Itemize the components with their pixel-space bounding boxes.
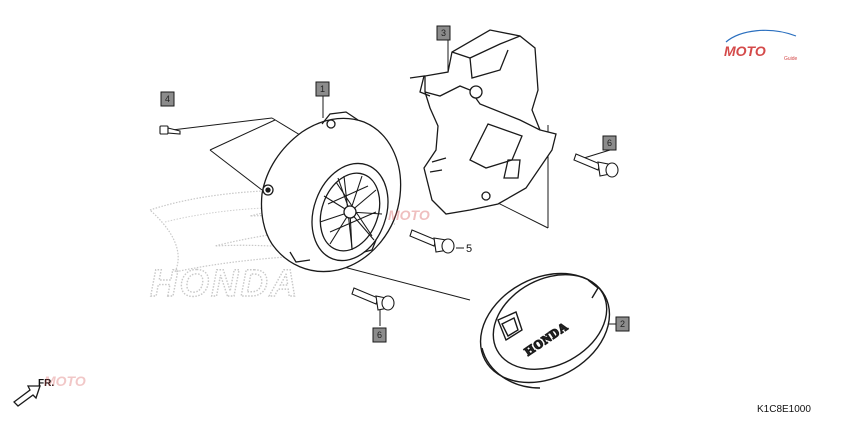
bolt-part-5 (409, 229, 455, 254)
front-direction-label: FR. (38, 378, 54, 389)
site-logo-top: MOTO Guide (724, 29, 798, 62)
part-3-upper-cover (409, 29, 557, 215)
callout-6-lower: 6 (372, 327, 387, 343)
bolt-part-6-left (351, 287, 395, 311)
callout-4: 4 (160, 91, 175, 107)
callout-1-label: 1 (320, 84, 325, 94)
diagram-code: K1C8E1000 (757, 404, 811, 415)
part-1-fan-housing (260, 111, 402, 273)
site-logo-center-text: MOTO (388, 207, 430, 223)
callout-6-upper-label: 6 (607, 138, 612, 148)
site-logo-faint-bottom: MOTO (44, 373, 86, 389)
callout-5-label: 5 (466, 243, 472, 255)
site-logo-faint-center: MOTO (388, 207, 430, 223)
front-direction-arrow: FR. (13, 378, 54, 407)
site-logo-bottom-text: MOTO (44, 373, 86, 389)
callout-6-lower-label: 6 (377, 330, 382, 340)
site-logo-top-subtext: Guide (784, 56, 798, 62)
honda-wing-watermark: HONDA (148, 189, 396, 306)
callout-2: 2 (615, 316, 630, 332)
watermark-text: HONDA (150, 263, 299, 305)
callout-6-upper: 6 (602, 135, 617, 151)
callout-3: 3 (436, 25, 451, 41)
callout-5: 5 (466, 243, 472, 255)
callout-2-label: 2 (620, 319, 625, 329)
callout-4-label: 4 (165, 94, 170, 104)
part-2-round-cover: HONDA (479, 272, 611, 389)
bolt-part-4 (159, 125, 181, 135)
bolt-part-6-right (573, 153, 619, 178)
callout-1: 1 (315, 81, 330, 97)
callout-3-label: 3 (441, 28, 446, 38)
site-logo-top-text: MOTO (724, 43, 766, 59)
